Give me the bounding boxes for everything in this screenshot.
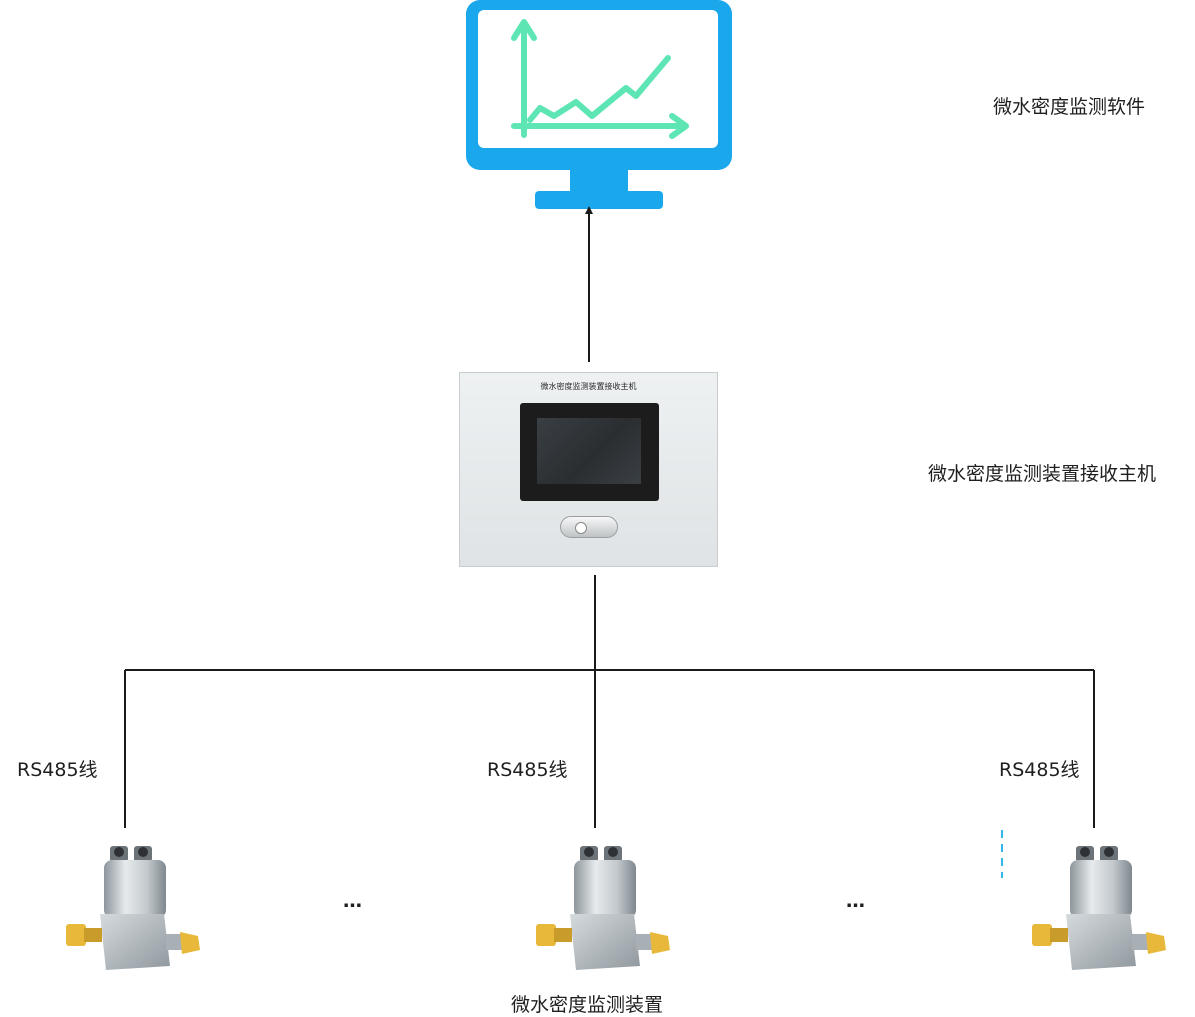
ellipsis-left: …	[343, 890, 362, 912]
sensor-device-icon	[66, 846, 200, 970]
power-switch-knob	[575, 522, 587, 534]
monitor-icon	[466, 0, 732, 209]
touch-screen	[520, 403, 659, 501]
software-label: 微水密度监测软件	[993, 96, 1146, 118]
ellipsis-right: …	[846, 890, 865, 912]
cable-label-right: RS485线	[999, 759, 1080, 781]
sensor-device-icon	[536, 846, 670, 970]
sensor-device-icon	[1032, 846, 1166, 970]
host-receiver-unit: 微水密度监测装置接收主机	[459, 372, 718, 567]
host-label: 微水密度监测装置接收主机	[928, 463, 1157, 485]
trend-chart-icon	[511, 19, 689, 139]
host-panel-title: 微水密度监测装置接收主机	[540, 382, 637, 391]
arrow-up-icon	[585, 206, 593, 214]
device-label: 微水密度监测装置	[511, 994, 664, 1016]
connection-lines	[124, 210, 1095, 828]
touch-screen-display	[537, 418, 641, 484]
cable-label-left: RS485线	[17, 759, 98, 781]
power-switch	[560, 516, 618, 538]
cable-label-middle: RS485线	[487, 759, 568, 781]
